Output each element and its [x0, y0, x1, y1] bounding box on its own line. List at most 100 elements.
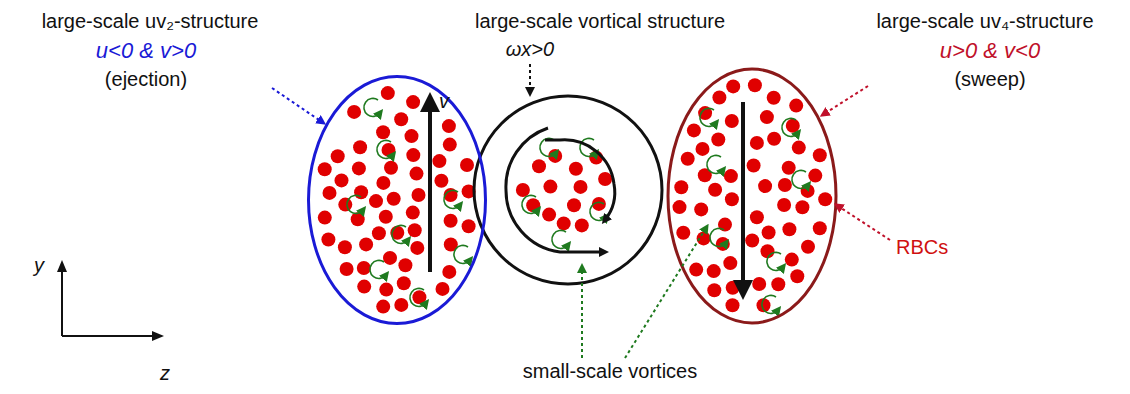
rbc-dot: [767, 132, 781, 146]
leader-line: [272, 88, 322, 122]
rbc-dot: [760, 110, 774, 124]
rbc-dot: [338, 240, 352, 254]
small-vortex: [364, 98, 380, 116]
small-vortex: [410, 288, 426, 306]
rbc-dot: [442, 265, 456, 279]
sweep-ellipse: [668, 69, 836, 323]
ellipse-outline: [307, 75, 487, 325]
rbc-dot: [410, 167, 424, 181]
v-arrow: [741, 102, 745, 282]
rbc-dot: [795, 200, 809, 214]
rbc-dot: [412, 188, 426, 202]
structure-ellipse: v: [307, 75, 487, 325]
rbc-dot: [789, 99, 803, 113]
rbc-dot: [444, 214, 458, 228]
vortical-circle: [474, 96, 662, 284]
rbc-dot: [379, 283, 393, 297]
rbc-dot: [718, 218, 732, 232]
axis: [62, 335, 158, 337]
rbc-dot: [397, 276, 411, 290]
rbc-dot: [323, 186, 337, 200]
leader-line: [625, 228, 706, 358]
small-vortex: [792, 170, 808, 188]
rbc-dot: [726, 79, 740, 93]
rbc-dot: [771, 277, 785, 291]
rbc-dot: [782, 222, 796, 236]
small-vortex: [767, 252, 783, 270]
rbc-dot: [761, 244, 775, 258]
rbc-dot: [376, 300, 390, 314]
rbc-dot: [318, 211, 332, 225]
rbc-dot: [745, 234, 759, 248]
rbc-dot: [725, 192, 739, 206]
small-vortex: [444, 190, 460, 208]
condition-label: u<0 & v>0: [96, 38, 196, 63]
rbc-dot: [410, 241, 424, 255]
rbc-dot: [778, 178, 792, 192]
rbc-dot: [434, 174, 448, 188]
rbc-dot: [460, 158, 474, 172]
rbc-dot: [681, 152, 695, 166]
axis-label: y: [34, 254, 44, 277]
small-vortex: [700, 108, 716, 126]
rbc-dot: [724, 169, 738, 183]
rbc-dot: [382, 143, 396, 157]
rbc-dot: [347, 105, 361, 119]
rbc-dot: [786, 119, 800, 133]
rbc-dot: [711, 133, 725, 147]
rbc-dot: [394, 298, 408, 312]
rbc-dot: [707, 264, 721, 278]
rbc-dot: [748, 78, 762, 92]
small-vortex: [347, 195, 363, 213]
rbc-dot: [357, 261, 371, 275]
structure-title: large-scale uv₂-structure: [42, 10, 259, 33]
rbc-dot: [813, 148, 827, 162]
axis-label: z: [160, 362, 170, 385]
leader-line: [824, 86, 868, 114]
small-vortex: [522, 195, 538, 213]
rbc-dot: [543, 180, 557, 194]
small-vortex: [454, 245, 470, 263]
rbc-dot: [412, 290, 426, 304]
small-vortex: [370, 260, 386, 278]
rbc-dot: [408, 223, 422, 237]
rbc-dot: [381, 86, 395, 100]
event-label: (sweep): [954, 68, 1025, 91]
rbc-dot: [384, 161, 398, 175]
rbc-dot: [321, 233, 335, 247]
small-vortex: [710, 228, 726, 246]
rbc-dot: [782, 161, 796, 175]
small-vortex: [552, 230, 568, 248]
small-vortex: [762, 295, 778, 313]
rbc-dot: [777, 198, 791, 212]
rbc-dot: [394, 112, 408, 126]
rbc-dot: [369, 194, 383, 208]
rbc-dot: [340, 262, 354, 276]
small-vortices: [347, 98, 808, 313]
small-vortex: [590, 202, 606, 220]
rbc-dot: [405, 129, 419, 143]
rbc-dot: [790, 269, 804, 283]
rbc-dot: [406, 206, 420, 220]
rbc-dot: [674, 180, 688, 194]
rbc-dot: [338, 198, 352, 212]
rbc-dot: [442, 119, 456, 133]
rbc-dot: [359, 237, 373, 251]
structure-title: large-scale uv₄-structure: [876, 10, 1093, 33]
v-arrowhead: [420, 92, 440, 112]
rbc-dot: [398, 258, 412, 272]
rbc-dot: [598, 172, 612, 186]
axis: [61, 266, 63, 336]
rbc-dot: [758, 179, 772, 193]
v-arrowhead: [733, 280, 753, 300]
rbc-dot: [387, 192, 401, 206]
rbc-dot: [354, 185, 368, 199]
rbc-dot: [785, 253, 799, 267]
rbc-dot: [575, 218, 589, 232]
rbc-dot: [801, 240, 815, 254]
rbc-dot: [723, 256, 737, 270]
rbc-dot: [792, 141, 806, 155]
small-vortex: [782, 118, 798, 136]
rbc-dot: [707, 283, 721, 297]
rbc-dot: [542, 208, 556, 222]
